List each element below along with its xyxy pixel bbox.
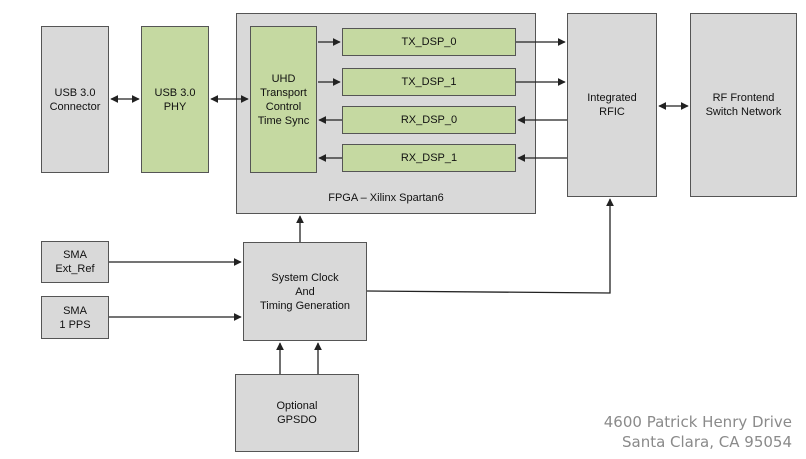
address-line-2: Santa Clara, CA 95054 [621,433,792,451]
usb-phy-block: USB 3.0 PHY [141,26,209,173]
rfic-block: Integrated RFIC [567,13,657,197]
rx-dsp-0-block: RX_DSP_0 [342,106,516,134]
clock-gen-block: System Clock And Timing Generation [243,242,367,341]
clock-rfic-arrow [366,198,614,294]
sma-ext-ref-block: SMA Ext_Ref [41,241,109,283]
address-line-1: 4600 Patrick Henry Drive [603,413,792,431]
sma-1pps-block: SMA 1 PPS [41,296,109,339]
rf-frontend-block: RF Frontend Switch Network [690,13,797,197]
gpsdo-block: Optional GPSDO [235,374,359,452]
tx-dsp-1-block: TX_DSP_1 [342,68,516,96]
rx-dsp-1-block: RX_DSP_1 [342,144,516,172]
usb-connector-block: USB 3.0 Connector [41,26,109,173]
uhd-block: UHD Transport Control Time Sync [250,26,317,173]
tx-dsp-0-block: TX_DSP_0 [342,28,516,56]
fpga-label: FPGA – Xilinx Spartan6 [328,192,444,204]
